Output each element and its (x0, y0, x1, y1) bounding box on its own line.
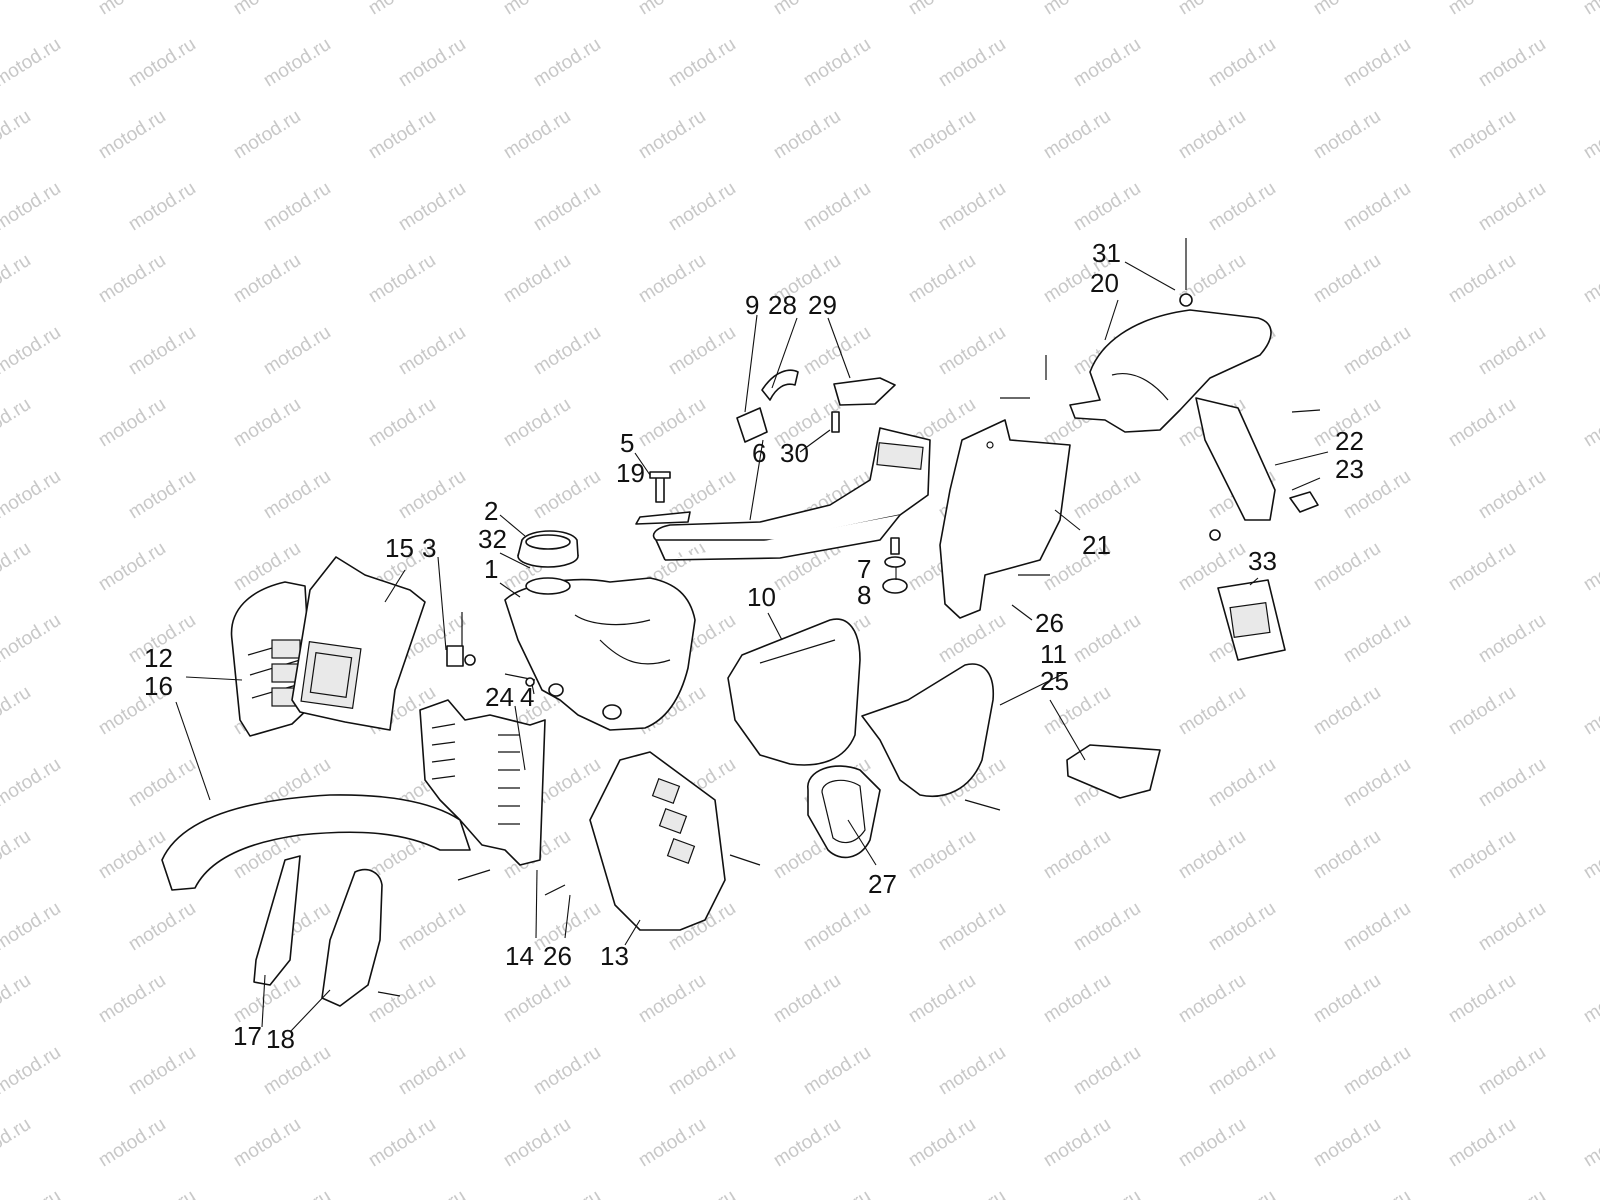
callout-11: 11 (1040, 639, 1067, 669)
rear-bracket-part (1195, 397, 1319, 521)
callout-31: 31 (1092, 238, 1121, 268)
callout-5: 5 (620, 428, 634, 458)
plate-holder-part (1217, 579, 1286, 661)
callout-22: 22 (1335, 426, 1364, 456)
callout-12: 12 (144, 643, 173, 673)
callout-30: 30 (780, 438, 809, 468)
callout-13: 13 (600, 941, 629, 971)
callout-29: 29 (808, 290, 837, 320)
rear-fender-part (1069, 309, 1272, 433)
callout-23: 23 (1335, 454, 1364, 484)
frame-cover-part (939, 419, 1071, 619)
callout-24: 24 (485, 682, 514, 712)
seat-small-parts (736, 369, 896, 443)
front-fender-part (161, 794, 471, 891)
leader-lines (175, 261, 1329, 1033)
callout-26: 26 (543, 941, 572, 971)
fuel-tank-part (504, 577, 696, 731)
seat-part (652, 427, 931, 561)
callout-19: 19 (616, 458, 645, 488)
callout-33: 33 (1248, 546, 1277, 576)
air-seal-part (807, 765, 881, 859)
fuel-tap-part (446, 612, 476, 667)
bolts (377, 238, 1321, 997)
callout-9: 9 (745, 290, 759, 320)
front-number-plate-part (291, 556, 426, 731)
callout-10: 10 (747, 582, 776, 612)
callout-6: 6 (752, 438, 766, 468)
fuel-cap-part (517, 530, 579, 568)
callout-2: 2 (484, 496, 498, 526)
left-side-panel-part (727, 618, 861, 766)
radiator-guard-part (419, 699, 546, 866)
side-pad-part (1066, 744, 1161, 799)
grommet-part (882, 537, 908, 594)
callout-4: 4 (520, 682, 534, 712)
callout-27: 27 (868, 869, 897, 899)
radiator-shroud-part (589, 751, 726, 931)
callout-21: 21 (1082, 530, 1111, 560)
right-side-panel-part (861, 663, 994, 797)
callout-25: 25 (1040, 666, 1069, 696)
seat-bracket-part (635, 471, 691, 525)
callout-7: 7 (857, 554, 871, 584)
fork-guard-right-part (321, 868, 383, 1007)
callout-14: 14 (505, 941, 534, 971)
callout-20: 20 (1090, 268, 1119, 298)
callout-1: 1 (484, 554, 498, 584)
fork-guard-left-part (253, 855, 301, 986)
callout-28: 28 (768, 290, 797, 320)
callout-32: 32 (478, 524, 507, 554)
callout-15: 15 (385, 533, 414, 563)
callout-26: 26 (1035, 608, 1064, 638)
callout-16: 16 (144, 671, 173, 701)
callout-18: 18 (266, 1024, 295, 1054)
callout-8: 8 (857, 580, 871, 610)
callout-17: 17 (233, 1021, 262, 1051)
callout-3: 3 (422, 533, 436, 563)
